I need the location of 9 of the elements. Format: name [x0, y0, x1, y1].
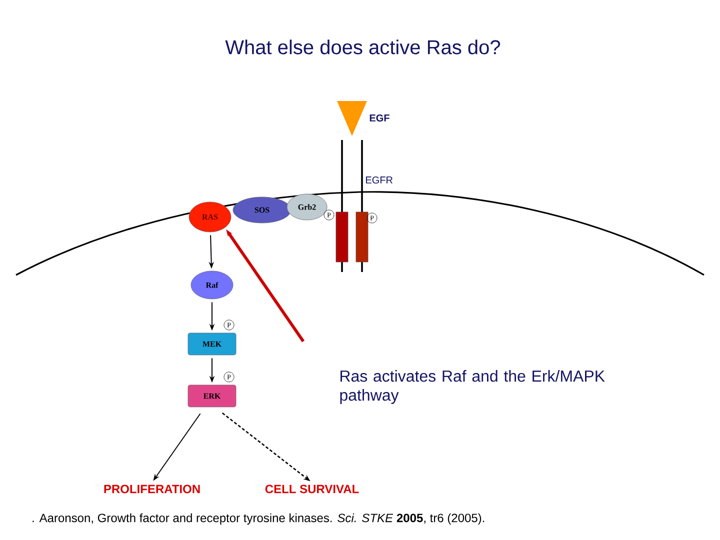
title: What else does active Ras do? [225, 40, 500, 54]
protein-label: EGFR [366, 176, 393, 184]
kinase-box: ERK [188, 384, 236, 408]
annotation-text: Ras activates Raf and the Erk/MAPK pathway [340, 370, 605, 404]
protein-label: EGF [370, 114, 390, 122]
outcome-label: PROLIFERATION [104, 484, 200, 494]
kinase-box: MEK [188, 332, 236, 356]
outcome-label: CELL SURVIVAL [265, 484, 359, 494]
caption: . Aaronson, Growth factor and receptor tyrosine kinases. Sci. STKE 2005, tr6 (2005). [32, 513, 484, 525]
